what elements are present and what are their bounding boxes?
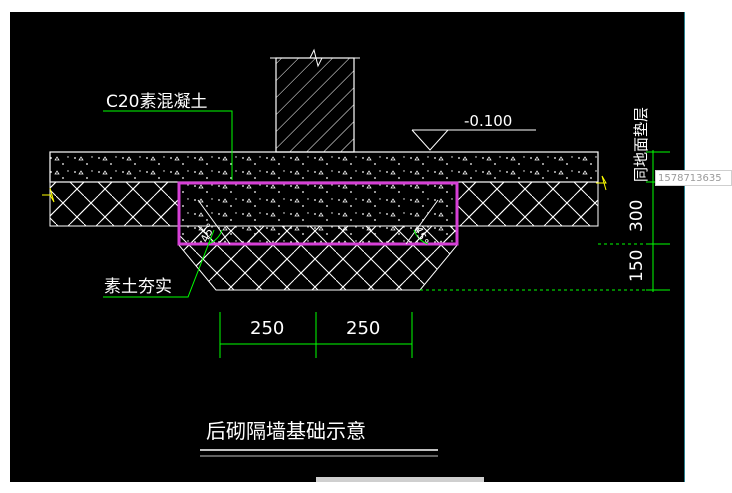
floor-layer-label: 同地面垫层 (632, 107, 650, 182)
dimension-bottom-right: 250 (346, 318, 380, 339)
angle-arc-right (413, 229, 429, 245)
soil-layer-right (457, 181, 599, 227)
wall-break-symbol (270, 48, 360, 68)
soil-label: 素土夯实 (104, 277, 172, 297)
slope-left (197, 199, 231, 245)
highlight-box (177, 181, 459, 246)
soil-leader (103, 229, 215, 298)
dimension-bottom-left: 250 (250, 318, 284, 339)
bottom-scroll-bar[interactable] (316, 477, 484, 482)
break-left (42, 187, 55, 203)
concrete-leader (103, 110, 233, 180)
dimension-right-300: 300 (627, 200, 647, 232)
elevation-symbol (411, 129, 536, 151)
soil-layer-left (49, 181, 179, 227)
wall (275, 57, 355, 153)
right-margin-line (684, 12, 685, 482)
concrete-foundation (178, 182, 458, 244)
concrete-label: C20素混凝土 (106, 92, 208, 112)
break-right (596, 175, 607, 191)
elevation-label: -0.100 (464, 112, 512, 130)
floor-cushion-layer (49, 151, 599, 183)
dimension-right-150: 150 (627, 250, 647, 282)
watermark-text: 1578713635 (655, 170, 732, 186)
slope-right (405, 199, 439, 245)
drawing-caption: 后砌隔墙基础示意 (206, 419, 366, 443)
